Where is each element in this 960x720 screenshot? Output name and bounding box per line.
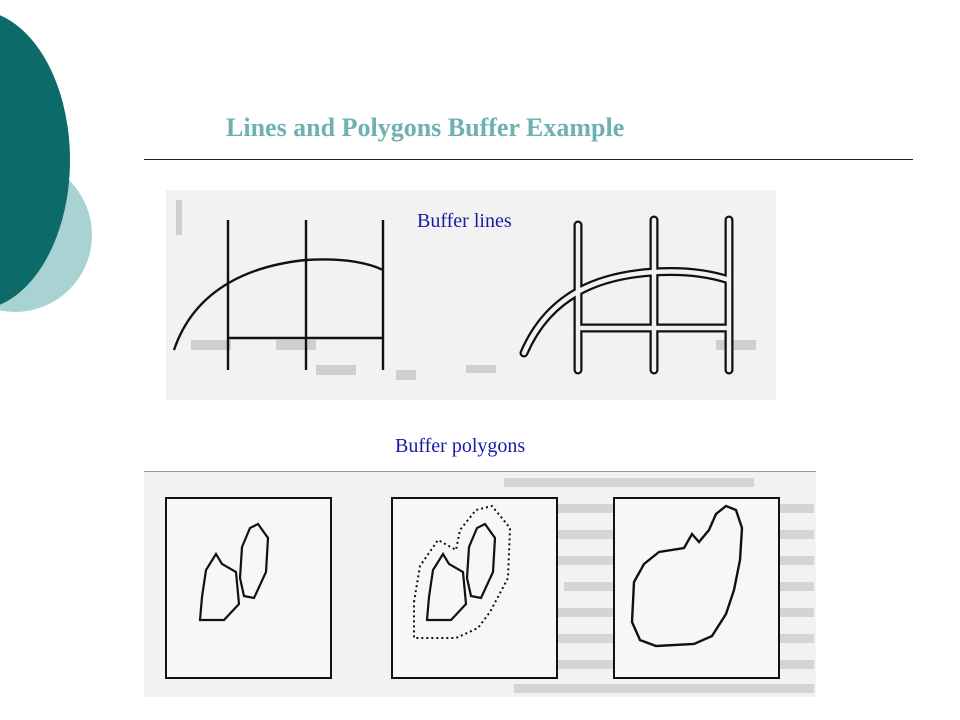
polygon-b — [238, 522, 270, 600]
panel-buffered-polygons — [391, 497, 558, 679]
scan-bleed-text — [176, 200, 756, 380]
polygons-divider — [144, 471, 816, 472]
curved-road — [172, 258, 384, 351]
dark-teal-circle — [0, 15, 70, 305]
original-line-network — [172, 220, 385, 370]
polygon-b — [465, 522, 497, 600]
polygon-a — [425, 551, 468, 622]
buffer-outline — [413, 504, 512, 639]
slide-title: Lines and Polygons Buffer Example — [226, 113, 625, 142]
polygon-a — [198, 551, 241, 622]
buffer-polygons-caption: Buffer polygons — [395, 435, 526, 457]
panel-merged-buffer — [613, 497, 780, 679]
buffer-polygons-figure — [144, 472, 816, 697]
buffer-lines-figure — [166, 190, 776, 400]
panel-original-polygons — [165, 497, 332, 679]
decorative-circles — [0, 15, 92, 312]
buffer-lines-caption: Buffer lines — [417, 210, 512, 232]
buffered-line-network — [519, 215, 734, 375]
merged-polygon — [630, 504, 744, 648]
title-divider — [144, 159, 913, 160]
